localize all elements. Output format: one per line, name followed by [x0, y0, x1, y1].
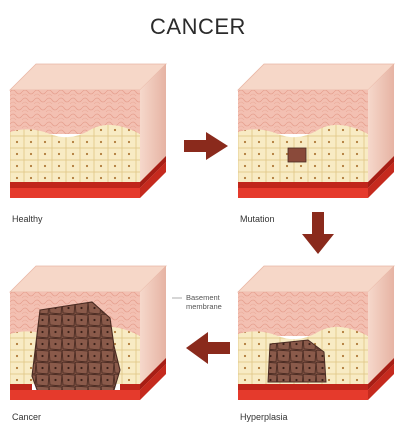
stage-label-healthy: Healthy — [12, 214, 43, 224]
stage-label-hyperplasia: Hyperplasia — [240, 412, 288, 422]
tissue-block-mutation — [238, 64, 394, 198]
tissue-block-cancer — [10, 266, 166, 400]
stage-label-cancer: Cancer — [12, 412, 41, 422]
tissue-top-face — [10, 64, 166, 90]
basement-membrane — [10, 182, 140, 188]
arrow-down-icon — [302, 212, 334, 254]
stage-label-mutation: Mutation — [240, 214, 275, 224]
arrow-left-icon — [186, 332, 230, 364]
callout-basement: Basement — [186, 293, 221, 302]
callout-membrane: membrane — [186, 302, 222, 311]
arrow-right-icon — [184, 132, 228, 160]
tissue-base — [10, 188, 140, 198]
tissue-block-healthy — [10, 64, 166, 198]
diagram-title: CANCER — [150, 14, 246, 39]
mutated-cell — [288, 148, 306, 162]
cancer-mass — [32, 302, 120, 398]
tissue-block-hyperplasia — [238, 266, 394, 400]
